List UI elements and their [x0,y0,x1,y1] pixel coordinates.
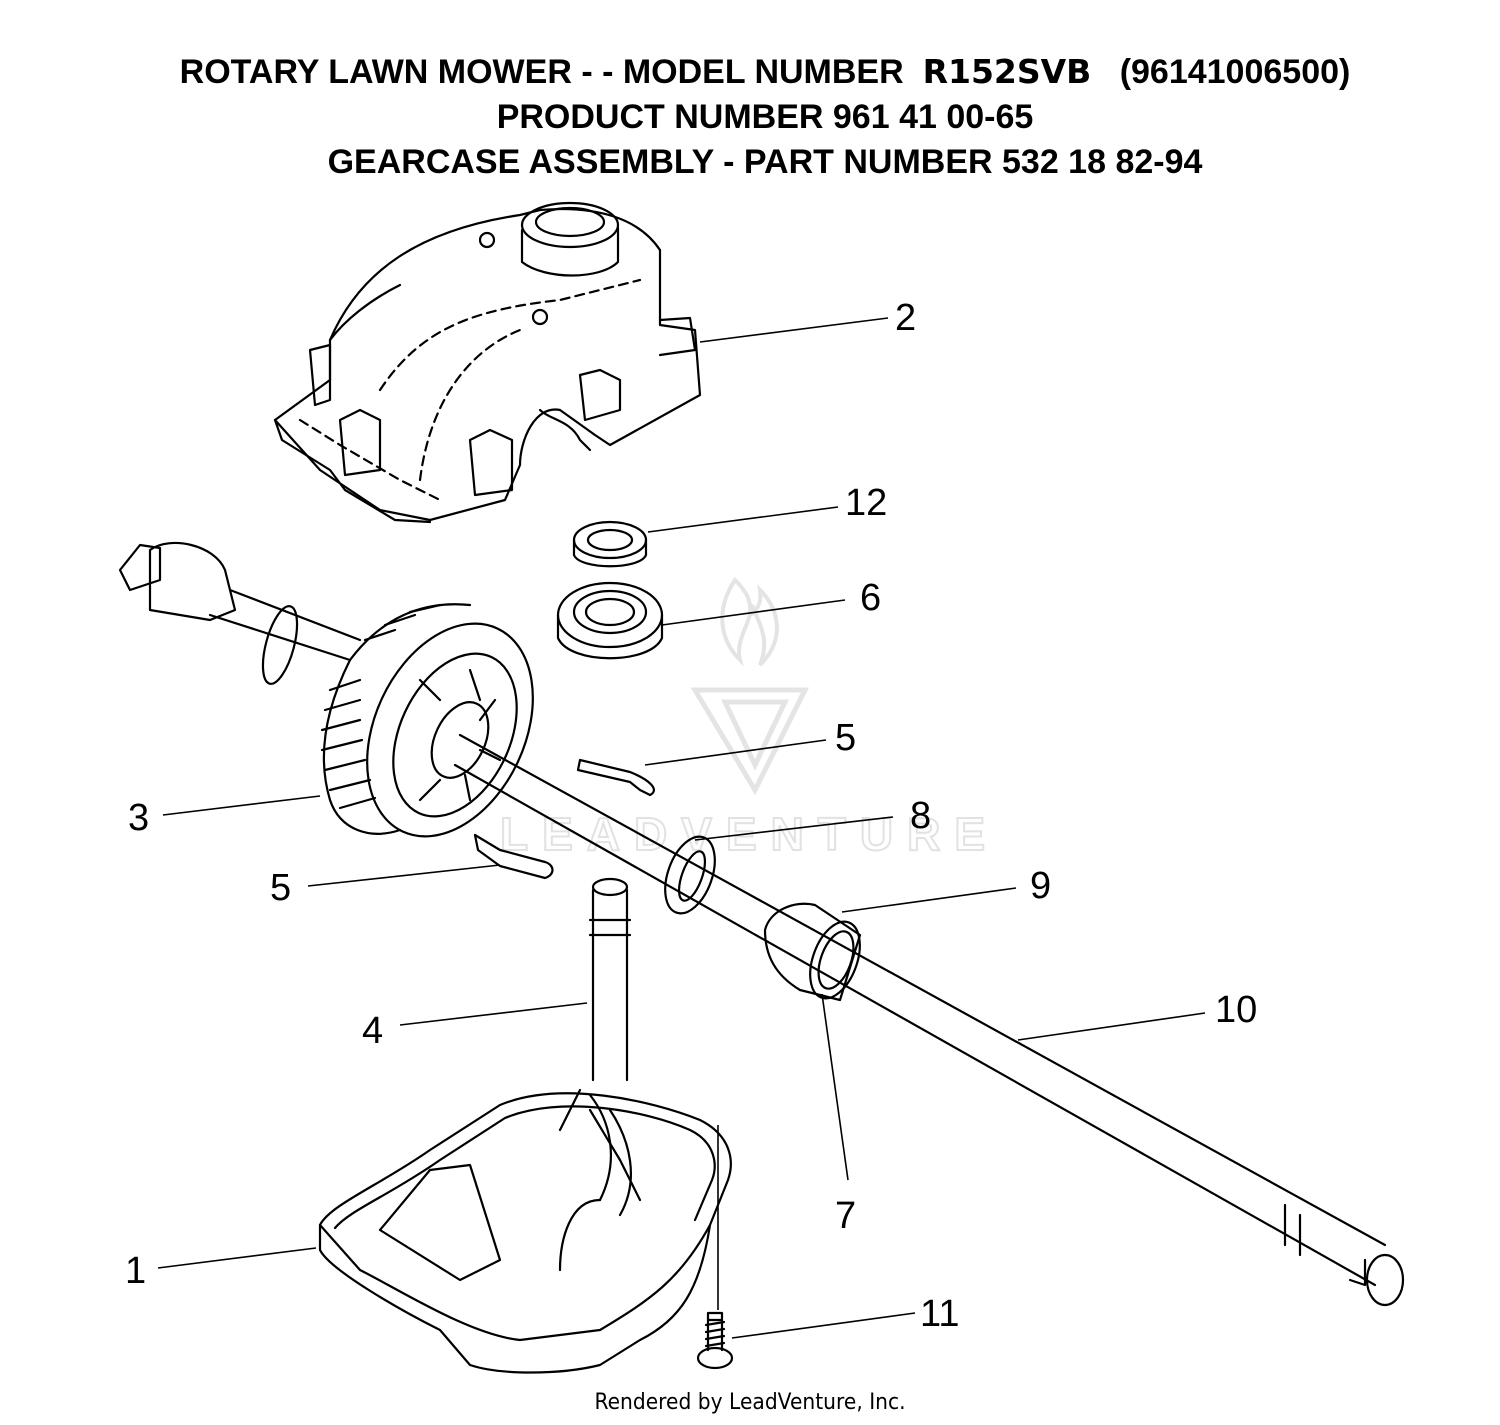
gearcase-housing-part [318,1088,732,1374]
callout-4: 4 [362,1010,383,1052]
diagram-title-line-3: GEARCASE ASSEMBLY - PART NUMBER 532 18 8… [327,143,1203,181]
callout-3: 3 [128,797,149,839]
callout-labels: 1 2 3 4 5 5 6 7 8 9 10 11 12 [125,297,1257,1335]
callout-9: 9 [1030,865,1051,907]
diagram-title-line-1: ROTARY LAWN MOWER - - MODEL NUMBER R152S… [0,52,1500,92]
render-credit-footer: Rendered by LeadVenture, Inc. [594,1390,906,1415]
model-code: (96141006500) [1119,53,1351,91]
callout-2: 2 [895,297,916,339]
diagram-title-line-2: PRODUCT NUMBER 961 41 00-65 [496,98,1034,136]
callout-6: 6 [860,577,881,619]
callout-7: 7 [835,1195,856,1237]
callout-12: 12 [845,482,887,524]
worm-shaft-part [588,877,632,1082]
drive-gear-part [261,603,534,838]
callout-5-upper: 5 [835,717,856,759]
gearcase-cover-part [273,201,702,524]
screw-part [696,1311,734,1370]
leader-lines [157,317,1206,1339]
callout-11: 11 [920,1293,959,1335]
small-bearing-part [572,520,648,568]
title-prefix: ROTARY LAWN MOWER - - MODEL NUMBER [179,53,904,91]
callout-8: 8 [910,795,931,837]
callout-5-lower: 5 [270,867,291,909]
callout-10: 10 [1215,989,1257,1031]
callout-1: 1 [125,1250,146,1292]
spacer-sleeve-part [763,902,862,1002]
key-part-upper [576,758,655,797]
axle-shaft-part [118,541,1405,1307]
washer-part [664,835,716,915]
model-number: R152SVB [922,52,1092,91]
key-part-lower [473,833,554,880]
large-bearing-part [556,581,664,660]
